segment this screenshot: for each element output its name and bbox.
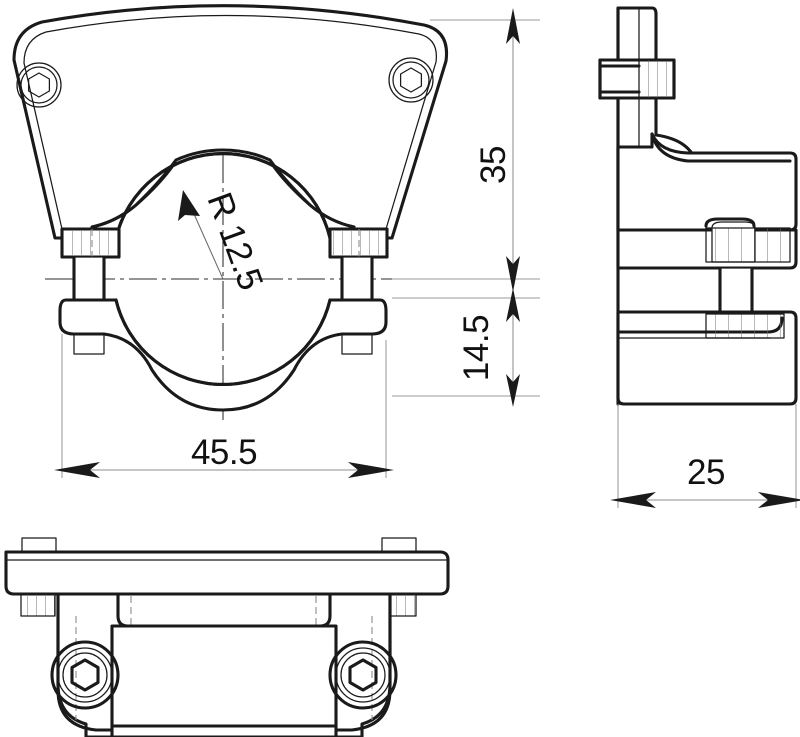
side-upper-arm	[616, 132, 798, 232]
dimension-r-12-5-label: R 12.5	[199, 187, 270, 294]
clamp-bolt-shank-left	[72, 255, 106, 302]
front-view: R 12.5	[12, 4, 470, 420]
side-clamp-bolt	[718, 266, 754, 314]
side-view: 25	[598, 6, 800, 508]
bottom-shoulder-left	[56, 592, 114, 732]
bottom-clamp-inner-rect	[110, 624, 338, 737]
bottom-screw-right	[328, 640, 398, 710]
dimension-25-label: 25	[687, 453, 725, 492]
bottom-thread-zone-left	[20, 593, 56, 617]
side-thread-zone-lower	[705, 313, 785, 339]
bottom-clamp-body	[56, 592, 392, 737]
dimension-35-label: 35	[474, 146, 513, 184]
upper-plate-inner-edge	[23, 14, 438, 230]
side-thread-zone-upper	[704, 217, 791, 263]
bottom-screw-proj-right	[381, 537, 417, 553]
bottom-view	[4, 537, 450, 737]
radius-leader-r12-5	[178, 190, 224, 280]
screw-head-right	[388, 57, 434, 103]
bottom-mounting-plate	[4, 550, 450, 596]
side-upper-arm-fillet	[650, 132, 792, 163]
bottom-screw-left	[50, 640, 120, 710]
clamp-flange-upper-left	[60, 227, 121, 259]
upper-plate-inner-edge-left	[23, 62, 63, 230]
front-view-dimensions: 35 14.5 45.5	[54, 8, 540, 478]
dimension-14-5: 14.5	[457, 288, 520, 407]
clamp-flange-upper-right	[328, 227, 389, 259]
bottom-screw-proj-left	[21, 537, 57, 553]
dimension-35: 35	[474, 8, 520, 292]
bottom-shoulder-right	[334, 592, 392, 732]
dimension-25: 25	[610, 404, 800, 508]
screw-head-left	[16, 62, 62, 108]
dimension-45-5: 45.5	[54, 334, 394, 478]
side-fastener-head	[598, 58, 676, 100]
clamp-bolt-shank-right	[340, 255, 374, 302]
dimension-14-5-label: 14.5	[457, 315, 496, 381]
bore-arc-lower	[114, 298, 332, 387]
dimension-45-5-label: 45.5	[191, 433, 257, 472]
lower-bolt-stub-right	[341, 333, 373, 355]
bore-arc-upper	[114, 151, 332, 240]
lower-bolt-stub-left	[73, 333, 105, 355]
